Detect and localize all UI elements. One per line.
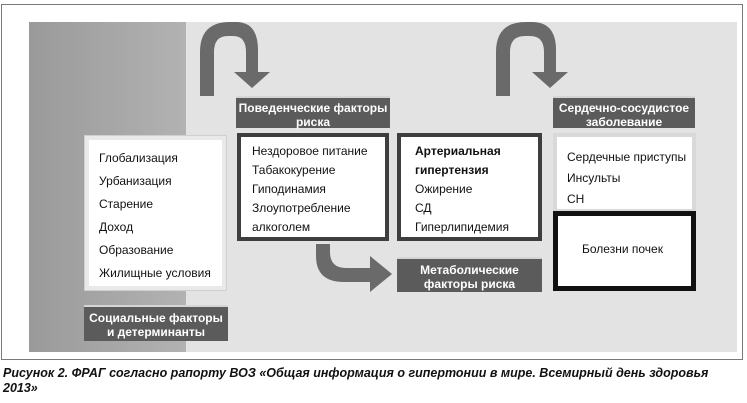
social-factors-box: Глобализация Урбанизация Старение Доход … (84, 135, 227, 291)
social-header-line-1: Социальные факторы (89, 311, 223, 325)
list-item: алкоголем (252, 220, 311, 234)
list-item: СД (415, 201, 432, 215)
list-item: Урбанизация (99, 174, 172, 188)
cardiovascular-box: Сердечные приступы Инсульты СН (553, 133, 696, 213)
social-header-line-2: и детерминанты (106, 325, 206, 339)
curved-arrow-metabolic (316, 244, 392, 292)
behavioral-risk-header: Поведенческие факторы риска (236, 96, 390, 129)
cardio-header-line-2: заболевание (585, 115, 663, 129)
cardiovascular-header: Сердечно-сосудистое заболевание (553, 96, 695, 129)
list-item: Старение (99, 197, 154, 211)
metabolic-header-line-1: Метаболические (420, 263, 519, 277)
hypertension-title-line-2: гипертензия (415, 163, 489, 177)
metabolic-header-line-2: факторы риска (423, 277, 516, 291)
list-item: Нездоровое питание (252, 144, 368, 158)
list-item: Глобализация (99, 151, 178, 165)
list-item: Жилищные условия (99, 266, 211, 280)
list-item: СН (567, 192, 585, 206)
curved-arrow-cardio (496, 22, 568, 96)
list-item: Гиподинамия (252, 182, 326, 196)
behavioral-factors-box: Нездоровое питание Табакокурение Гиподин… (237, 133, 389, 241)
list-item: Доход (99, 220, 134, 234)
hypertension-box: Артериальная гипертензия Ожирение СД Гип… (397, 133, 542, 241)
hypertension-title-line-1: Артериальная (415, 144, 501, 158)
list-item: Злоупотребление (252, 201, 351, 215)
behavioral-header-line-2: риска (295, 115, 331, 129)
list-item: Инсульты (567, 171, 621, 185)
social-determinants-header: Социальные факторы и детерминанты (84, 305, 228, 341)
behavioral-header-line-1: Поведенческие факторы (238, 101, 388, 115)
list-item: Табакокурение (252, 163, 336, 177)
metabolic-risk-header: Метаболические факторы риска (397, 257, 542, 292)
kidney-disease-label: Болезни почек (582, 242, 663, 256)
kidney-disease-box: Болезни почек (553, 211, 696, 291)
list-item: Сердечные приступы (567, 150, 687, 164)
cardio-header-line-1: Сердечно-сосудистое (558, 101, 690, 115)
list-item: Гиперлипидемия (415, 220, 509, 234)
curved-arrow-behavioral (200, 22, 270, 96)
list-item: Образование (99, 243, 174, 257)
figure-caption: Рисунок 2. ФРАГ согласно рапорту ВОЗ «Об… (3, 366, 709, 395)
list-item: Ожирение (415, 182, 473, 196)
